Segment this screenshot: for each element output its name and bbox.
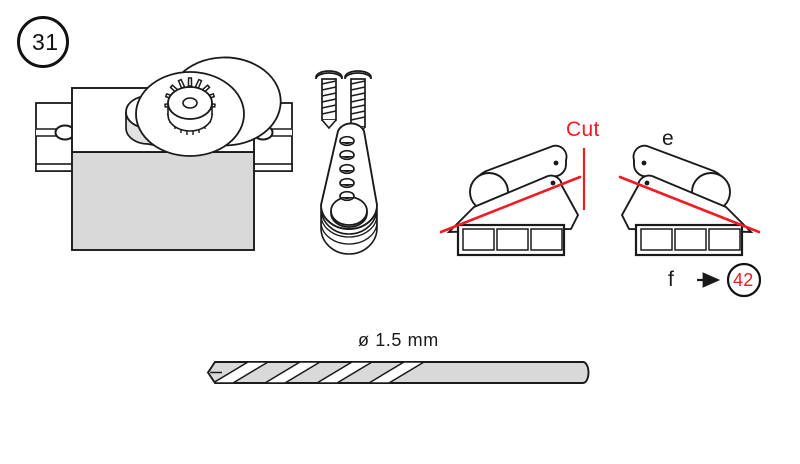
drill-bit-flutes (210, 362, 427, 383)
next-step-badge (726, 262, 762, 298)
servo-horn-part (320, 122, 378, 255)
horn-holes (339, 135, 355, 202)
servo-gear-icon (164, 77, 216, 135)
right-arm-pivot-upper (641, 160, 647, 166)
right-trim-line (618, 175, 761, 234)
right-arm-assembly (618, 144, 761, 257)
cut-label: Cut (566, 118, 600, 141)
left-rib-block (456, 223, 566, 257)
servo-case-lower (71, 151, 255, 251)
screw-1 (315, 70, 343, 130)
servo-motor-part (35, 56, 293, 251)
part-label-e: e (662, 127, 674, 150)
right-arm-pivot-lower (644, 180, 650, 186)
next-step-number: 42 (733, 270, 754, 290)
wing-arm-pair (439, 144, 761, 257)
left-arm-assembly (439, 144, 582, 257)
left-arm-pivot-upper (553, 160, 559, 166)
drill-bit-part (206, 361, 590, 384)
left-arm-pivot-lower (550, 180, 556, 186)
left-trim-line (439, 175, 582, 234)
screws-part (315, 70, 372, 137)
right-rib-block (634, 223, 744, 257)
part-label-f: f (668, 268, 674, 291)
drill-bit-dimension-label: ø 1.5 mm (358, 330, 439, 350)
step-badge (17, 16, 69, 68)
step-number: 31 (32, 29, 59, 55)
